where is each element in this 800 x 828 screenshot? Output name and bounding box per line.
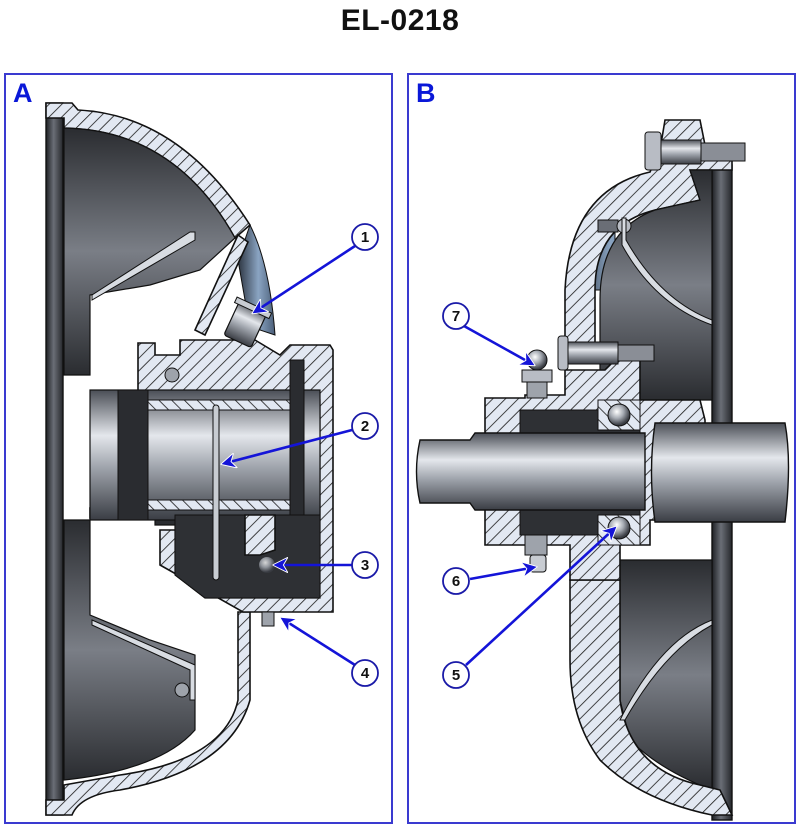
callout-4: 4 bbox=[281, 618, 379, 687]
housing-b-bottom bbox=[569, 579, 734, 816]
leader-line-5 bbox=[465, 527, 616, 666]
oil-level-indicator bbox=[259, 557, 275, 573]
callout-number-4: 4 bbox=[361, 665, 370, 682]
grease-fitting bbox=[521, 349, 553, 399]
callout-circle-7 bbox=[442, 302, 470, 330]
volute-top bbox=[63, 127, 236, 376]
callout-2: 2 bbox=[222, 412, 379, 464]
leader-line-4 bbox=[281, 618, 356, 667]
drain-plug-b bbox=[524, 534, 548, 573]
leader-line-2 bbox=[222, 428, 353, 464]
callout-6: 6 bbox=[442, 567, 536, 595]
callout-number-2: 2 bbox=[361, 418, 369, 435]
screw-bottom bbox=[174, 682, 190, 698]
housing-bottom-section bbox=[45, 611, 251, 816]
backplate bbox=[45, 102, 64, 816]
pump-cross-section-a bbox=[45, 102, 334, 816]
callout-circle-2 bbox=[351, 412, 379, 440]
baffle bbox=[244, 514, 276, 556]
pump-cross-section-b bbox=[415, 119, 790, 821]
flange-bolt bbox=[644, 131, 746, 171]
callout-circle-3 bbox=[351, 551, 379, 579]
oil-reservoir bbox=[174, 514, 321, 599]
web-top bbox=[193, 233, 250, 337]
vane-screw bbox=[597, 218, 632, 234]
ball-bearing-bottom bbox=[607, 516, 631, 540]
callout-7: 7 bbox=[442, 302, 534, 365]
impeller-vane-b-top bbox=[621, 217, 713, 326]
panel-b: B bbox=[407, 73, 796, 824]
callout-3: 3 bbox=[274, 551, 379, 579]
callout-1: 1 bbox=[253, 223, 379, 313]
drain-plug bbox=[261, 611, 275, 627]
leader-line-1 bbox=[253, 244, 356, 313]
shaft-b-small bbox=[415, 432, 646, 511]
leader-line-7 bbox=[463, 324, 534, 365]
impeller-vane-b-bottom bbox=[619, 619, 713, 721]
callout-number-1: 1 bbox=[361, 229, 369, 246]
shaft-b-large bbox=[650, 422, 790, 523]
shaft-ring-left bbox=[117, 389, 149, 521]
callout-circle-4 bbox=[351, 659, 379, 687]
impeller-vane-top bbox=[91, 231, 196, 301]
volute-bottom bbox=[63, 519, 196, 781]
shaft-ring-right bbox=[289, 359, 305, 521]
callout-number-6: 6 bbox=[452, 573, 460, 590]
callout-number-7: 7 bbox=[452, 308, 460, 325]
callout-number-5: 5 bbox=[452, 667, 460, 684]
figure-title: EL-0218 bbox=[340, 4, 460, 37]
ball-bearing-top bbox=[607, 403, 631, 427]
panel-a: A bbox=[4, 73, 393, 824]
side-bolt bbox=[557, 335, 655, 371]
leader-line-6 bbox=[469, 567, 536, 581]
panel-b-label: B bbox=[416, 78, 436, 108]
callout-circle-5 bbox=[442, 661, 470, 689]
oil-ring bbox=[212, 404, 220, 581]
callout-5: 5 bbox=[442, 527, 616, 689]
panel-a-label: A bbox=[13, 78, 33, 108]
screw-top bbox=[164, 367, 180, 383]
impeller-vane-bottom bbox=[91, 619, 196, 701]
callout-number-3: 3 bbox=[361, 557, 369, 574]
callout-circle-1 bbox=[351, 223, 379, 251]
callout-circle-6 bbox=[442, 567, 470, 595]
